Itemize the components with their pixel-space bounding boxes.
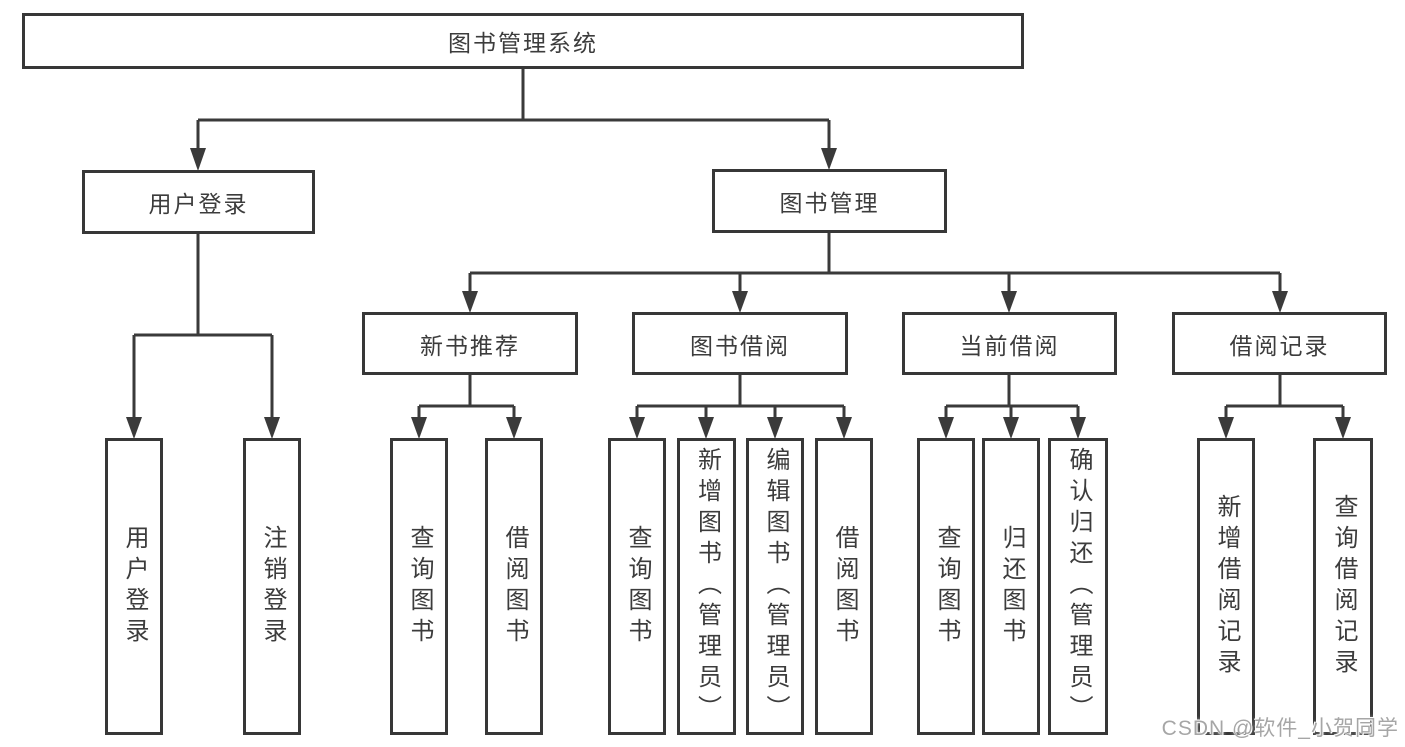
arrowhead xyxy=(1272,291,1288,313)
arrowhead xyxy=(462,291,478,313)
node-label: 借阅图书 xyxy=(831,524,858,649)
connector-book-borrow xyxy=(635,375,846,420)
node-label: 查询图书 xyxy=(624,524,651,649)
leaf-edit-book-admin: 编辑图书（管理员） xyxy=(746,438,804,735)
node-label: 编辑图书（管理员） xyxy=(762,447,789,726)
node-label: 借阅图书 xyxy=(501,524,528,649)
connector-new-book-rec xyxy=(417,375,516,420)
node-library-system: 图书管理系统 xyxy=(22,13,1024,69)
node-label: 图书管理 xyxy=(779,190,880,216)
leaf-query-book-current: 查询图书 xyxy=(917,438,975,735)
node-label: 查询图书 xyxy=(933,524,960,649)
leaf-add-book-admin: 新增图书（管理员） xyxy=(677,438,736,735)
node-new-book-recommend: 新书推荐 xyxy=(362,312,578,375)
node-label: 借阅记录 xyxy=(1229,332,1330,359)
node-book-borrow: 图书借阅 xyxy=(632,312,848,375)
leaf-borrow-book: 借阅图书 xyxy=(815,438,873,735)
node-label: 新增图书（管理员） xyxy=(693,447,721,726)
arrowhead xyxy=(836,417,852,439)
node-label: 用户登录 xyxy=(148,191,249,217)
node-book-management: 图书管理 xyxy=(712,169,947,233)
connector-root xyxy=(196,69,831,152)
node-label: 当前借阅 xyxy=(959,332,1060,359)
arrowhead xyxy=(1335,417,1351,439)
node-current-borrow: 当前借阅 xyxy=(902,312,1117,375)
leaf-user-login: 用户登录 xyxy=(105,438,163,735)
node-label: 用户登录 xyxy=(121,524,148,649)
leaf-add-borrow-record: 新增借阅记录 xyxy=(1197,438,1255,735)
leaf-borrow-book-rec: 借阅图书 xyxy=(485,438,543,735)
node-label: 新增借阅记录 xyxy=(1213,493,1240,680)
node-label: 确认归还（管理员） xyxy=(1065,447,1092,726)
arrowhead xyxy=(767,417,783,439)
connector-user-login xyxy=(132,234,274,420)
arrowhead xyxy=(1218,417,1234,439)
arrowhead xyxy=(938,417,954,439)
arrowhead xyxy=(698,417,714,439)
csdn-watermark: CSDN @软件_小贺同学 xyxy=(1161,717,1399,740)
connector-current-borrow xyxy=(944,375,1080,420)
node-label: 查询借阅记录 xyxy=(1330,493,1357,680)
arrowhead xyxy=(629,417,645,439)
arrowhead xyxy=(1070,417,1086,439)
arrowhead xyxy=(411,417,427,439)
node-label: 注销登录 xyxy=(259,524,286,649)
arrowhead xyxy=(821,148,837,170)
node-label: 查询图书 xyxy=(406,524,433,649)
leaf-query-book-rec: 查询图书 xyxy=(390,438,448,735)
arrowhead xyxy=(506,417,522,439)
leaf-logout: 注销登录 xyxy=(243,438,301,735)
leaf-query-book-borrow: 查询图书 xyxy=(608,438,666,735)
arrowhead xyxy=(1003,417,1019,439)
leaf-query-borrow-record: 查询借阅记录 xyxy=(1313,438,1373,735)
leaf-confirm-return-admin: 确认归还（管理员） xyxy=(1048,438,1108,735)
connector-book-mgmt xyxy=(468,233,1282,295)
arrowhead xyxy=(1001,291,1017,313)
node-user-login: 用户登录 xyxy=(82,170,315,234)
arrowhead xyxy=(126,417,142,439)
node-label: 图书借阅 xyxy=(690,332,790,359)
node-label: 图书管理系统 xyxy=(448,30,598,56)
arrowhead xyxy=(732,291,748,313)
arrowhead xyxy=(264,417,280,439)
node-borrow-records: 借阅记录 xyxy=(1172,312,1387,375)
leaf-return-book: 归还图书 xyxy=(982,438,1040,735)
connector-borrow-records xyxy=(1224,375,1345,420)
node-label: 新书推荐 xyxy=(420,332,520,359)
arrowhead xyxy=(190,148,206,171)
node-label: 归还图书 xyxy=(998,524,1025,649)
